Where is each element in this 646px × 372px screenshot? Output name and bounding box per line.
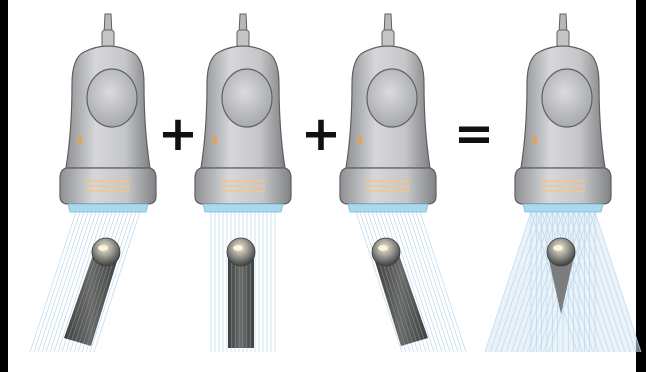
strain-relief: [557, 30, 569, 48]
orientation-mark: [78, 136, 82, 144]
plus-sign: +: [301, 106, 341, 162]
orientation-mark: [358, 136, 362, 144]
strain-relief: [102, 30, 114, 48]
target: [227, 238, 255, 348]
orientation-mark: [533, 136, 537, 144]
probe-1: [30, 14, 156, 352]
grip-dome: [87, 69, 137, 127]
transducer-face: [68, 204, 148, 212]
transducer-body: [340, 14, 436, 212]
target: [372, 238, 428, 346]
strain-relief: [237, 30, 249, 48]
transducer-face: [348, 204, 428, 212]
sphere-highlight: [553, 245, 563, 251]
grip-dome: [367, 69, 417, 127]
probes-layer: [30, 14, 641, 352]
target-sphere: [227, 238, 255, 266]
sphere-highlight: [233, 245, 243, 251]
probe-4: [485, 14, 641, 352]
target-sphere: [547, 238, 575, 266]
target-sphere: [92, 238, 120, 266]
plus-sign: +: [158, 106, 198, 162]
transducer-body: [195, 14, 291, 212]
probe-2: [195, 14, 291, 352]
transducer-body: [515, 14, 611, 212]
transducer-face: [203, 204, 283, 212]
sphere-highlight: [378, 245, 388, 251]
transducer-body: [60, 14, 156, 212]
grip-dome: [542, 69, 592, 127]
target-sphere: [372, 238, 400, 266]
sphere-highlight: [98, 245, 108, 251]
transducer-face: [523, 204, 603, 212]
equals-sign: =: [454, 106, 494, 162]
probe-3: [340, 14, 466, 352]
strain-relief: [382, 30, 394, 48]
grip-dome: [222, 69, 272, 127]
target: [64, 238, 120, 346]
orientation-mark: [213, 136, 217, 144]
